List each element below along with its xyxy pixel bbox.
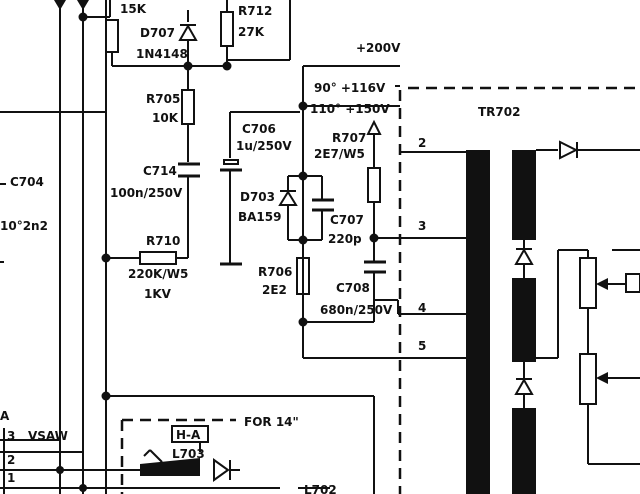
capacitor-c714 [178, 162, 200, 258]
label-c708-value: 680n/250V [320, 303, 393, 317]
resistor-15k [105, 19, 119, 66]
label-l702: L702 [304, 483, 337, 494]
label-r710-value1: 220K/W5 [128, 267, 188, 281]
label-l703: L703 [172, 447, 205, 461]
label-c706: C706 [242, 122, 276, 136]
label-c707: C707 [330, 213, 364, 227]
label-r707: R707 [332, 131, 366, 145]
pin-3: 3 [418, 219, 426, 233]
diode-right-top [536, 140, 640, 160]
diode-right-mid [514, 240, 534, 278]
inductor-l703 [140, 449, 240, 482]
vsaw-pin-3: 3 [7, 429, 15, 443]
label-c704: C704 [10, 175, 44, 189]
label-r706-value: 2E2 [262, 283, 287, 297]
potentiometer-right-lower [579, 249, 640, 465]
vsaw-connector-frame [3, 428, 87, 494]
label-d703: D703 [240, 190, 275, 204]
vsaw-pin-2: 2 [7, 453, 15, 467]
pin-5: 5 [418, 339, 426, 353]
capacitor-c708 [303, 299, 399, 323]
label-d707-value: 1N4148 [136, 47, 188, 61]
label-r712: R712 [238, 4, 272, 18]
label-110deg-150v: 110° +150V [310, 102, 390, 116]
potentiometer-right-upper [512, 249, 640, 359]
label-d707: D707 [140, 26, 175, 40]
label-r710-value2: 1KV [144, 287, 172, 301]
resistor-r705 [181, 66, 195, 162]
vsaw-label: VSAW [28, 429, 68, 443]
resistor-r712 [220, 0, 234, 71]
transformer-core [466, 150, 536, 494]
label-d703-value: BA159 [238, 210, 281, 224]
pin-2: 2 [418, 136, 426, 150]
label-c707-value: 220p [328, 232, 362, 246]
capacitor-c707 [364, 237, 400, 300]
vsaw-label-a: A [0, 409, 10, 423]
for14-dashed-box [120, 418, 236, 494]
top-feed-wires [83, 0, 291, 61]
label-plus200v: +200V [356, 41, 401, 55]
label-r706: R706 [258, 265, 292, 279]
vsaw-pin-1: 1 [7, 471, 15, 485]
label-r712-value: 27K [238, 25, 265, 39]
ha-box [171, 425, 209, 452]
label-c704-value: 10°2n2 [0, 219, 48, 233]
resistor-r707 [366, 119, 382, 262]
label-r705: R705 [146, 92, 180, 106]
diode-d703 [278, 171, 322, 240]
tr702-dashed-boundary [398, 86, 640, 494]
transformer-pin-wires [303, 151, 490, 359]
label-c714: C714 [143, 164, 177, 178]
label-90deg-116v: 90° +116V [314, 81, 386, 95]
capacitor-c706 [220, 111, 300, 266]
label-15k: 15K [120, 2, 147, 16]
label-r710: R710 [146, 234, 180, 248]
diode-right-low [514, 362, 534, 408]
resistor-r710 [101, 251, 188, 265]
label-c714-value: 100n/250V [110, 186, 183, 200]
label-tr702: TR702 [478, 105, 520, 119]
label-c708: C708 [336, 281, 370, 295]
pin-4: 4 [418, 301, 426, 315]
label-r705-value: 10K [152, 111, 179, 125]
left-vertical-rails [54, 0, 107, 494]
label-c706-value: 1u/250V [236, 139, 292, 153]
capacitor-d703-parallel [288, 176, 334, 245]
label-ha: H-A [176, 428, 201, 442]
label-r707-value: 2E7/W5 [314, 147, 365, 161]
label-for14: FOR 14" [244, 415, 299, 429]
